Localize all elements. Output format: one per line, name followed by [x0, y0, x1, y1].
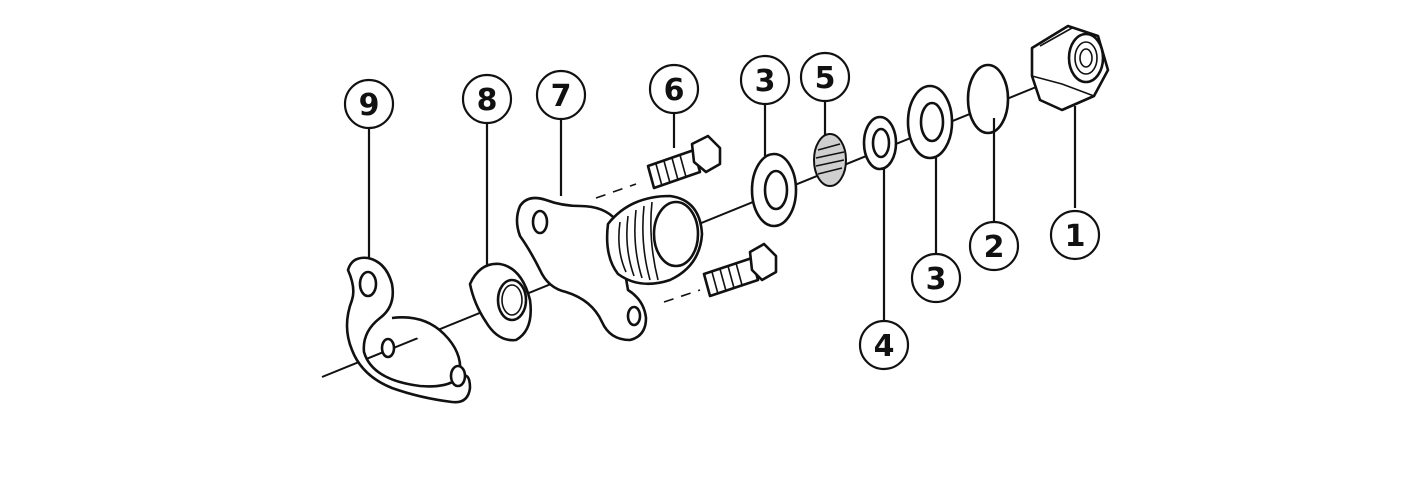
part-4-lock-washer — [862, 115, 898, 171]
part-2-gasket-disc — [966, 63, 1010, 135]
part-5-screen-filter — [813, 133, 847, 187]
callout-7-label: 7 — [551, 79, 572, 114]
callout-1-label: 1 — [1065, 219, 1086, 254]
leader-lines — [367, 102, 1077, 321]
callout-2: 2 — [968, 220, 1020, 272]
callout-2-label: 2 — [984, 230, 1005, 265]
callout-1: 1 — [1049, 209, 1101, 261]
assembly-axis — [321, 65, 1089, 378]
part-7-threaded-outlet — [515, 194, 704, 342]
callout-8: 8 — [461, 73, 513, 125]
callout-4-label: 4 — [874, 329, 895, 364]
callout-8-label: 8 — [477, 83, 498, 118]
callout-3-left: 3 — [739, 54, 791, 106]
bolt-dashed-guides — [595, 183, 701, 303]
part-3-washer-left — [750, 152, 798, 228]
part-6-bolt-lower — [702, 242, 778, 298]
callout-3-right: 3 — [910, 252, 962, 304]
part-1-hex-nut — [1030, 24, 1110, 112]
callout-6-label: 6 — [664, 73, 685, 108]
callout-4: 4 — [858, 319, 910, 371]
callout-9-label: 9 — [359, 88, 380, 123]
callout-5-label: 5 — [815, 61, 836, 96]
part-6-bolt-upper — [646, 134, 722, 190]
callout-3-left-label: 3 — [755, 64, 776, 99]
callout-6: 6 — [648, 63, 700, 115]
callout-9: 9 — [343, 78, 395, 130]
part-8-seal-ring — [468, 262, 532, 342]
part-3-washer-right — [906, 84, 954, 160]
part-9-saddle-clamp — [345, 256, 472, 404]
callout-3-right-label: 3 — [926, 262, 947, 297]
callout-5: 5 — [799, 51, 851, 103]
callout-7: 7 — [535, 69, 587, 121]
